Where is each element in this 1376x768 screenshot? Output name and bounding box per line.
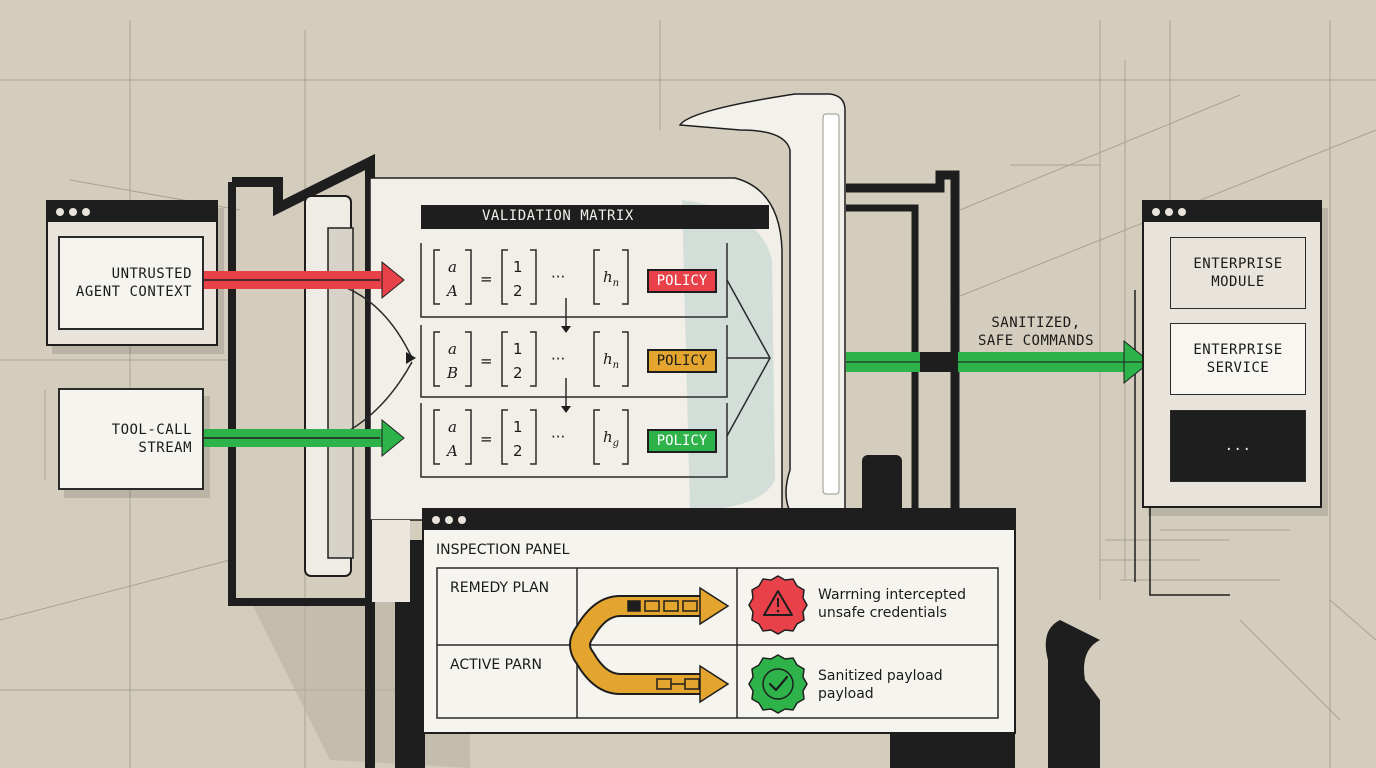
matrix-row1-n1: 1 — [513, 258, 523, 276]
matrix-row2-sub: n — [612, 360, 620, 371]
matrix-row3-eq: = — [480, 430, 493, 448]
sanitized-commands-label: SANITIZED, SAFE COMMANDS — [977, 315, 1095, 349]
red-input-arrow — [204, 260, 405, 300]
matrix-row3-h: hg — [603, 428, 620, 449]
validation-matrix-title: VALIDATION MATRIX — [482, 208, 634, 224]
matrix-row2-v1: a — [448, 340, 457, 358]
green-input-arrow — [204, 418, 405, 458]
inspection-panel-title: INSPECTION PANEL — [436, 542, 570, 558]
remedy-plan-label: REMEDY PLAN — [450, 580, 550, 596]
window-titlebar — [1144, 202, 1320, 222]
matrix-row1-v1: a — [448, 258, 457, 276]
matrix-row1-sub: n — [612, 278, 620, 289]
matrix-row1-h: hn — [603, 268, 620, 289]
matrix-row2-dots: ··· — [551, 350, 566, 368]
policy-badge-red[interactable]: POLICY — [647, 269, 717, 293]
matrix-row3-n1: 1 — [513, 418, 523, 436]
inspection-panel-window — [422, 508, 1016, 734]
green-output-arrow — [846, 339, 1166, 385]
policy-badge-green[interactable]: POLICY — [647, 429, 717, 453]
matrix-row2-h: hn — [603, 350, 620, 371]
matrix-row2-v2: B — [447, 364, 459, 382]
window-titlebar — [424, 510, 1014, 530]
sanitized-message: Sanitized payload payload — [818, 668, 943, 702]
check-icon — [748, 654, 808, 714]
matrix-row1-dots: ··· — [551, 268, 566, 286]
matrix-row1-eq: = — [480, 270, 493, 288]
matrix-row3-v2: A — [447, 442, 458, 460]
enterprise-module-card[interactable]: ENTERPRISE MODULE — [1170, 237, 1306, 309]
untrusted-agent-context-card[interactable]: UNTRUSTED AGENT CONTEXT — [58, 236, 204, 330]
matrix-row3-dots: ··· — [551, 428, 566, 446]
matrix-row3-v1: a — [448, 418, 457, 436]
enterprise-service-card[interactable]: ENTERPRISE SERVICE — [1170, 323, 1306, 395]
warning-message: Warrning intercepted unsafe credentials — [818, 587, 967, 621]
window-titlebar — [48, 202, 216, 222]
matrix-row2-eq: = — [480, 352, 493, 370]
remedy-branch-arrows — [569, 586, 730, 704]
matrix-row2-n1: 1 — [513, 340, 523, 358]
matrix-row3-sub: g — [612, 438, 620, 449]
tool-call-stream-card[interactable]: TOOL-CALL STREAM — [58, 388, 204, 490]
matrix-row1-n2: 2 — [513, 282, 523, 300]
enterprise-more-card[interactable]: ... — [1170, 410, 1306, 482]
matrix-row2-n2: 2 — [513, 364, 523, 382]
matrix-row3-n2: 2 — [513, 442, 523, 460]
matrix-row1-v2: A — [447, 282, 458, 300]
warning-icon — [748, 575, 808, 635]
policy-badge-amber[interactable]: POLICY — [647, 349, 717, 373]
chain-icon — [627, 600, 700, 690]
active-parn-label: ACTIVE PARN — [450, 657, 542, 673]
